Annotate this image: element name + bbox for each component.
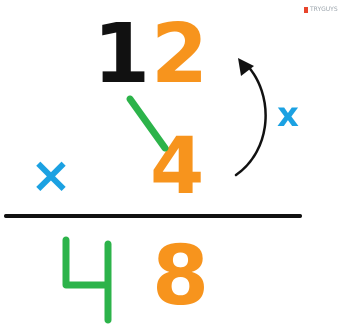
multiplicand-ones-digit: 2 bbox=[151, 7, 209, 102]
result-tens-digit-strokes bbox=[62, 236, 112, 324]
diagonal-line-icon bbox=[126, 95, 169, 152]
result-tens-digit: 4 bbox=[60, 244, 117, 326]
multiplicand-tens-digit: 1 bbox=[93, 7, 151, 102]
multiplication-sign: × bbox=[30, 146, 72, 204]
result-ones-digit: 8 bbox=[152, 229, 210, 324]
arrowhead-icon bbox=[238, 58, 254, 76]
curved-arrow-icon bbox=[234, 62, 267, 177]
logo-mark-icon bbox=[304, 6, 308, 13]
multiply-label-right: x bbox=[277, 95, 299, 135]
watermark-logo: TRYGUYS bbox=[304, 4, 340, 16]
watermark-text: TRYGUYS bbox=[310, 6, 338, 13]
